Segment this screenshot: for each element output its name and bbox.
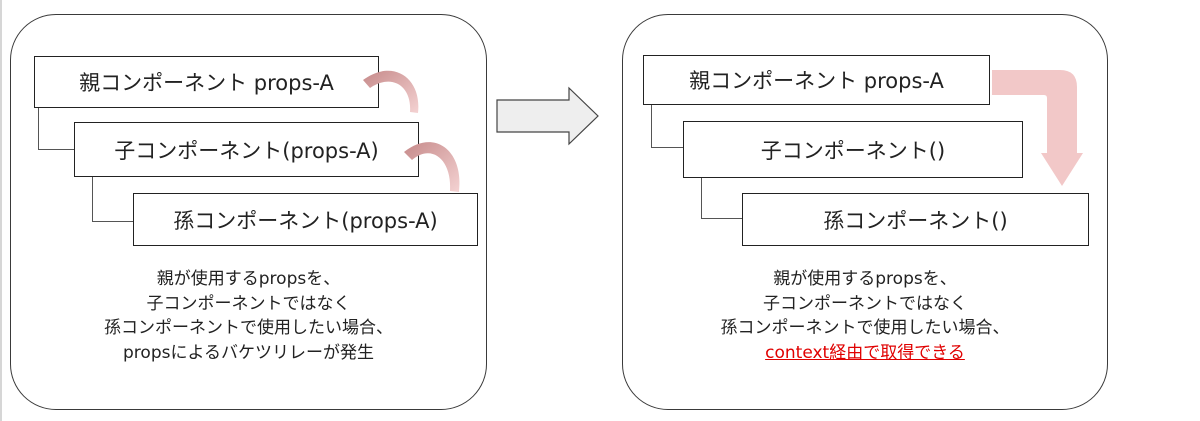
page-edge-line [0, 0, 2, 421]
right-caption: 親が使用するpropsを、 子コンポーネントではなく 孫コンポーネントで使用した… [622, 267, 1108, 365]
child-component-label: 子コンポーネント() [760, 138, 946, 163]
child-component-label: 子コンポーネント(props-A) [114, 138, 379, 163]
grandchild-component-box-left: 孫コンポーネント(props-A) [133, 193, 478, 246]
parent-component-box-right: 親コンポーネント props-A [643, 55, 990, 105]
left-caption: 親が使用するpropsを、 子コンポーネントではなく 孫コンポーネントで使用した… [10, 267, 487, 365]
parent-component-box-left: 親コンポーネント props-A [34, 56, 379, 108]
child-component-box-left: 子コンポーネント(props-A) [74, 122, 419, 177]
left-caption-line-2: 子コンポーネントではなく [146, 293, 351, 314]
right-arrow-icon [496, 86, 599, 146]
curved-arrow-icon [404, 142, 460, 192]
left-caption-line-4: propsによるバケツリレーが発生 [123, 342, 374, 363]
left-caption-line-3: 孫コンポーネントで使用したい場合、 [104, 318, 393, 338]
grandchild-component-label: 孫コンポーネント(props-A) [173, 208, 438, 233]
grandchild-component-box-right: 孫コンポーネント() [742, 193, 1089, 246]
connector-parent-child-left [38, 107, 76, 150]
right-caption-line-3: 孫コンポーネントで使用したい場合、 [720, 318, 1010, 338]
connector-parent-child-right [651, 102, 685, 148]
left-caption-line-1: 親が使用するpropsを、 [156, 269, 341, 289]
bent-arrow-icon [992, 70, 1083, 186]
grandchild-component-label: 孫コンポーネント() [823, 208, 1008, 233]
child-component-box-right: 子コンポーネント() [683, 121, 1023, 178]
right-caption-line-2: 子コンポーネントではなく [763, 293, 967, 314]
parent-component-label: 親コンポーネント props-A [689, 69, 944, 93]
curved-arrow-icon [363, 70, 419, 113]
right-caption-highlight: context経由で取得できる [765, 342, 965, 363]
parent-component-label: 親コンポーネント props-A [79, 71, 334, 95]
connector-child-grandchild-left [92, 177, 135, 222]
right-caption-line-1: 親が使用するpropsを、 [773, 269, 957, 289]
connector-child-grandchild-right [701, 178, 744, 219]
